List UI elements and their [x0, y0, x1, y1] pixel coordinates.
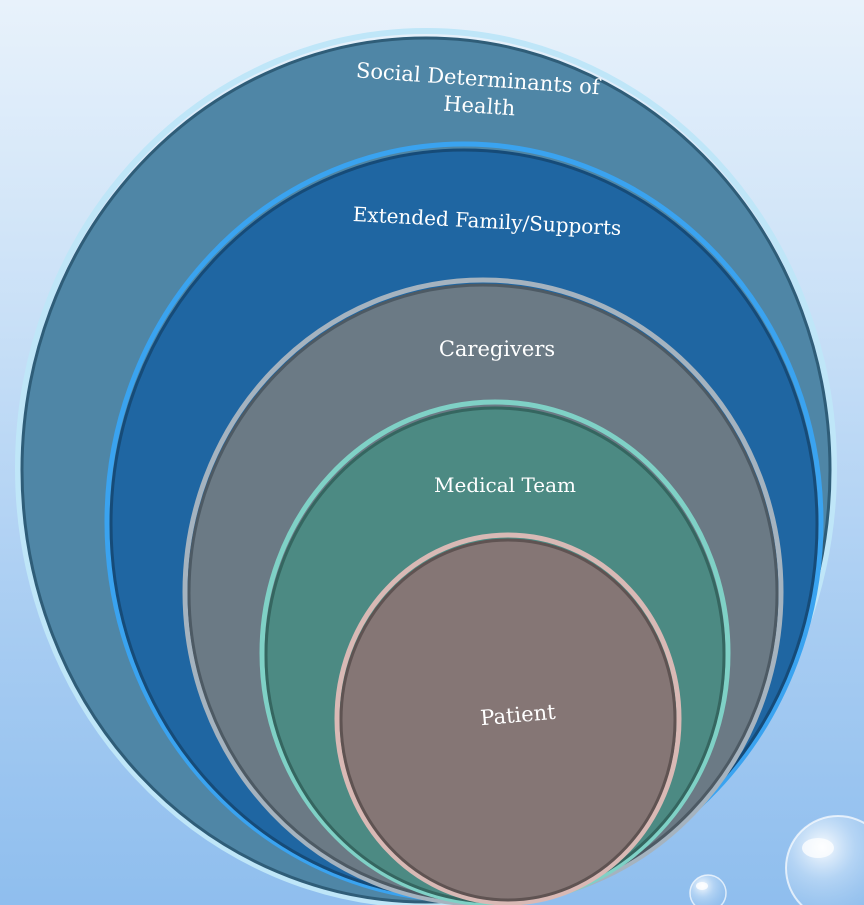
ring-caregivers-label: Caregivers [439, 337, 555, 361]
bubble-large [785, 815, 864, 905]
ring-patient-circle [339, 538, 677, 902]
ring-patient-glow [334, 532, 682, 905]
ring-medical-team-label: Medical Team [434, 473, 576, 497]
bubble-small [689, 874, 727, 905]
ring-outer-glow [15, 28, 837, 905]
bubble-small-highlight [696, 882, 708, 890]
ring-patient: Patient [334, 532, 682, 905]
bubble-large-highlight [802, 838, 834, 858]
decorative-bubbles [689, 815, 864, 905]
